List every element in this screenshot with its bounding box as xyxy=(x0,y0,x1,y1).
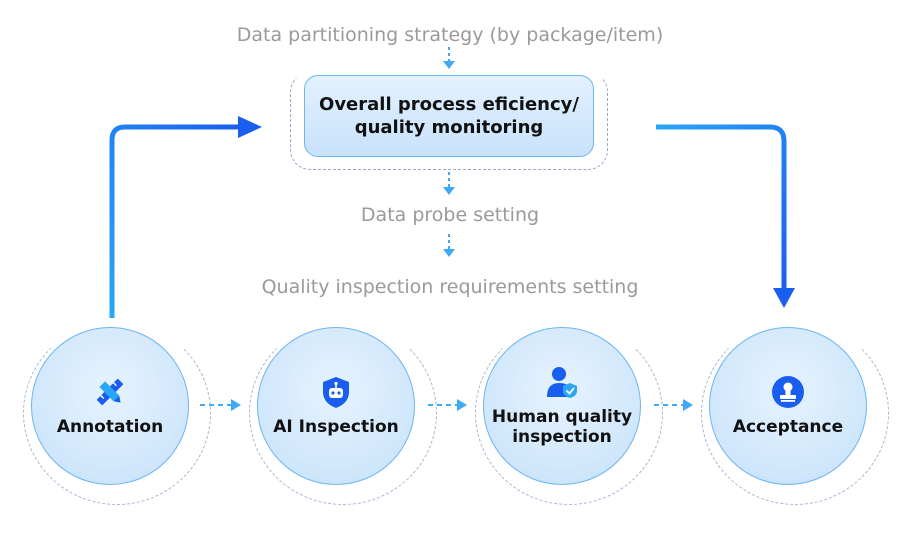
stage-label: Acceptance xyxy=(732,417,844,437)
requirements-setting-label: Quality inspection requirements setting xyxy=(261,276,639,298)
stage-ai-inspection: AI Inspection xyxy=(249,321,437,505)
person-shield-icon xyxy=(547,367,577,398)
partition-down-arrow xyxy=(443,47,455,69)
stage-label: AI Inspection xyxy=(273,417,399,437)
stage-label: Annotation xyxy=(56,417,164,437)
monitor-box: Overall process eficiency/ quality monit… xyxy=(304,75,594,157)
monitor-to-acceptance-arrow xyxy=(656,124,787,290)
monitor-down-arrow xyxy=(443,172,455,195)
probe-setting-label: Data probe setting xyxy=(360,204,540,226)
stage-label: Human quality inspection xyxy=(491,407,633,447)
stage-acceptance: Acceptance xyxy=(701,321,889,505)
annotation-to-monitor-arrow xyxy=(109,124,240,318)
annotation-to-monitor-arrowhead xyxy=(238,116,262,138)
stage-human-inspection: Human quality inspection xyxy=(475,321,663,505)
stamp-icon xyxy=(772,376,804,408)
monitor-to-acceptance-arrowhead xyxy=(773,288,795,308)
annotation-to-ai-arrow xyxy=(200,399,241,411)
partition-strategy-label: Data partitioning strategy (by package/i… xyxy=(236,24,664,46)
probe-down-arrow xyxy=(443,234,455,257)
monitor-box-line2: quality monitoring xyxy=(354,117,544,138)
stage-annotation: Annotation xyxy=(23,321,211,505)
robot-shield-icon xyxy=(323,377,349,408)
monitor-box-line1: Overall process eficiency/ xyxy=(319,94,579,115)
pencil-ruler-icon xyxy=(96,378,124,406)
monitor-box-outline xyxy=(290,72,608,170)
